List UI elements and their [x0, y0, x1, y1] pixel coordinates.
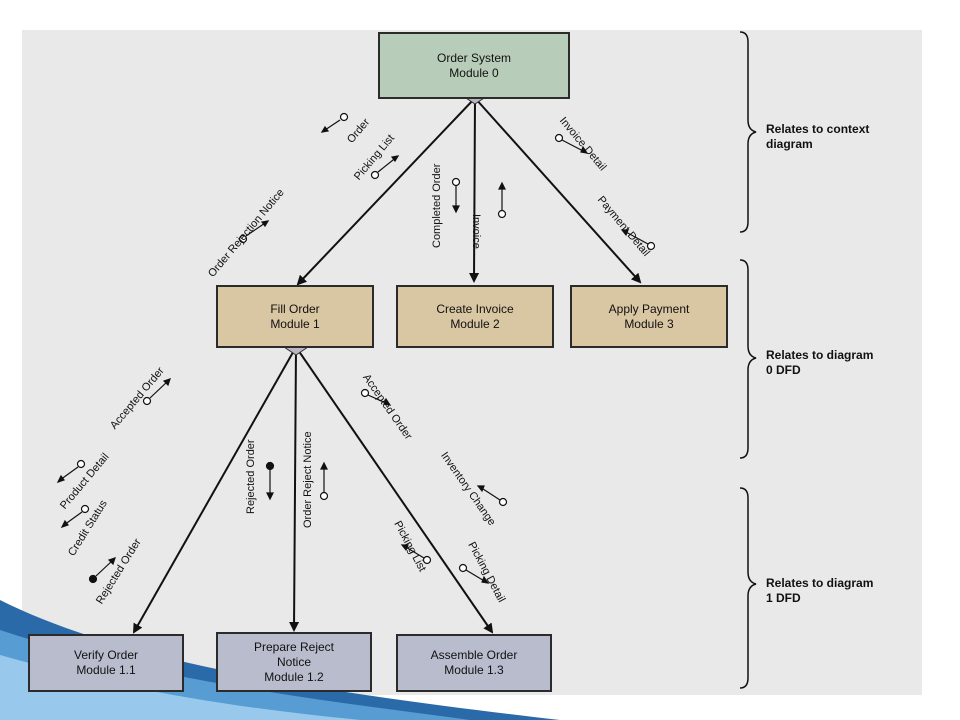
flow-glyphs	[56, 112, 656, 584]
flow-label-order-reject-notice: Order Reject Notice	[302, 431, 314, 528]
module-3-apply-payment: Apply Payment Module 3	[570, 285, 728, 348]
brace-diagram1	[739, 487, 757, 689]
right-braces	[739, 31, 757, 689]
relates-to-diagram-1-dfd: Relates to diagram 1 DFD	[766, 576, 874, 605]
diagram-panel	[22, 30, 922, 695]
module-0-order-system: Order System Module 0	[378, 32, 570, 99]
brace-context	[739, 31, 757, 233]
module-1-1-verify-order: Verify Order Module 1.1	[28, 634, 184, 692]
connector-m0-m3	[474, 97, 642, 284]
connector-m1-m11	[133, 346, 297, 634]
connector-m0-m2	[469, 97, 480, 283]
connector-m0-m1	[296, 97, 476, 286]
flow-label-completed-order: Completed Order	[431, 163, 443, 248]
flow-label-rejected-order-mid: Rejected Order	[245, 439, 257, 514]
flow-label-invoice: Invoice	[470, 214, 482, 249]
module-1-3-assemble-order: Assemble Order Module 1.3	[396, 634, 552, 692]
relates-to-diagram-0-dfd: Relates to diagram 0 DFD	[766, 348, 874, 377]
connector-m1-m12	[289, 346, 300, 632]
brace-diagram0	[739, 259, 757, 459]
module-1-fill-order: Fill Order Module 1	[216, 285, 374, 348]
module-1-2-prepare-reject-notice: Prepare Reject Notice Module 1.2	[216, 632, 372, 692]
relates-to-context-diagram: Relates to context diagram	[766, 122, 870, 151]
module-2-create-invoice: Create Invoice Module 2	[396, 285, 554, 348]
connector-m1-m13	[295, 346, 494, 634]
